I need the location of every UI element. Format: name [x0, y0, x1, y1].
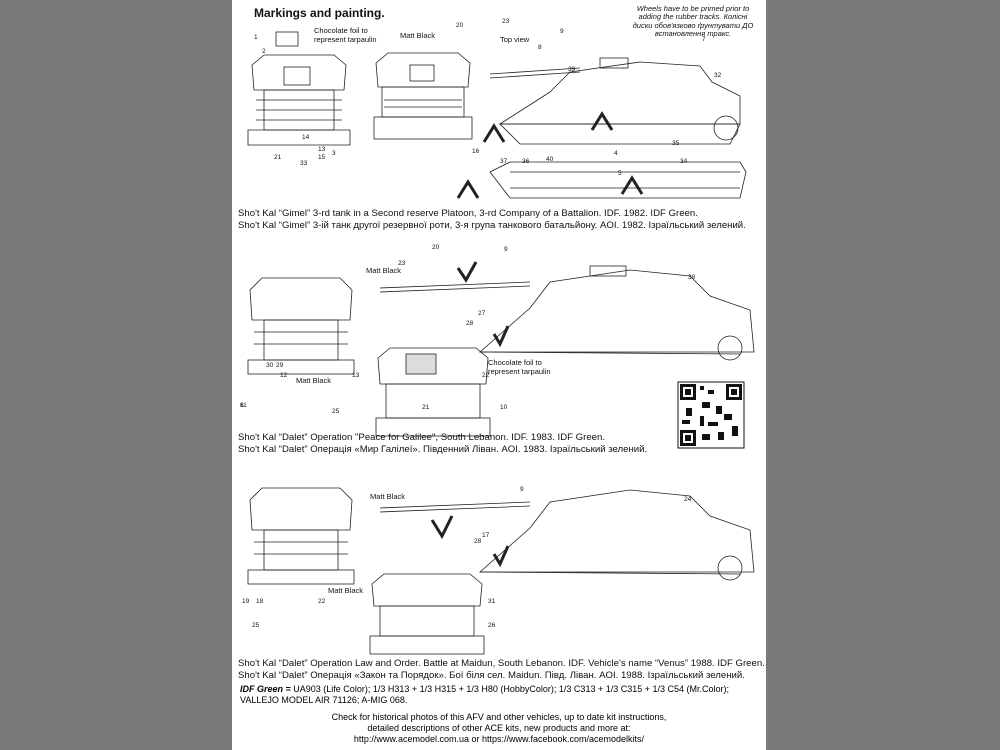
panel1-callout-16: 16 — [472, 148, 480, 155]
panel3-callout-17: 17 — [482, 532, 490, 539]
panel1-callout-1: 1 — [254, 34, 258, 41]
panel3-callout-22: 22 — [318, 598, 326, 605]
paint-line2: VALLEJO MODEL AIR 71126; A-MIG 068. — [240, 695, 408, 705]
panel2-callout-12: 12 — [280, 372, 288, 379]
divider — [238, 238, 760, 239]
panel1-side-view — [489, 57, 741, 145]
panel2-callout-21: 21 — [422, 404, 430, 411]
panel2-caption-en: Sho't Kal “Dalet” Operation "Peace for G… — [238, 432, 606, 443]
panel2-callout-20: 20 — [432, 244, 440, 251]
panel1-callout-8: 8 — [538, 44, 542, 51]
panel1-front-view — [247, 54, 351, 146]
panel1-callout-13: 13 — [318, 146, 326, 153]
panel1-callout-40: 40 — [546, 156, 554, 163]
panel3-callout-18: 18 — [256, 598, 264, 605]
panel1-callout-39: 39 — [568, 66, 576, 73]
panel2-callout-28: 28 — [466, 320, 474, 327]
footer-line2: detailed descriptions of other ACE kits,… — [367, 723, 631, 733]
panel1-callout-36: 36 — [522, 158, 530, 165]
paint-recipe: IDF Green = UA903 (Life Color); 1/3 H313… — [240, 684, 760, 706]
panel3-callout-24: 24 — [684, 496, 692, 503]
panel1-callout-14: 14 — [302, 134, 310, 141]
panel2-callout-11: 11 — [240, 402, 247, 409]
panel3-side-view — [379, 489, 755, 581]
panel2-callout-10: 10 — [500, 404, 508, 411]
panel1-callout-9: 9 — [560, 28, 564, 35]
panel3-callout-31: 31 — [488, 598, 496, 605]
panel2-front-view — [247, 277, 355, 375]
panel2-callout-38: 38 — [688, 274, 696, 281]
matt-black-label-5: Matt Black — [328, 586, 364, 595]
instruction-sheet: Markings and painting. Wheels have to be… — [232, 0, 766, 750]
panel1-rear-view — [373, 52, 473, 140]
sheet-title: Markings and painting. — [254, 6, 385, 20]
panel3-callout-19: 19 — [242, 598, 250, 605]
matt-black-label-4: Matt Black — [370, 492, 406, 501]
panel1-callout-34: 34 — [680, 158, 688, 165]
panel3-callout-9: 9 — [520, 486, 524, 493]
matt-black-label-1: Matt Black — [400, 31, 436, 40]
panel2-rear-view — [375, 347, 491, 437]
panel1-callout-20: 20 — [456, 22, 464, 29]
wheels-note: Wheels have to be primed prior to adding… — [632, 4, 754, 39]
matt-black-label-3: Matt Black — [296, 376, 332, 385]
panel2-callout-13: 13 — [352, 372, 360, 379]
panel1-callout-4: 4 — [614, 150, 618, 157]
panel3-callout-28: 28 — [474, 538, 482, 545]
panel3-callout-26: 26 — [488, 622, 496, 629]
chocolate-foil-label-1: Chocolate foil to represent tarpaulin — [314, 26, 377, 44]
panel2-callout-6: 6 — [240, 402, 244, 409]
panel2-callout-27: 27 — [478, 310, 486, 317]
footer-line1: Check for historical photos of this AFV … — [331, 712, 667, 722]
panel3-callout-25: 25 — [252, 622, 260, 629]
panel2-callout-22: 22 — [482, 372, 490, 379]
panel2-side-view — [379, 265, 755, 361]
panel1-callout-7: 7 — [702, 36, 706, 43]
panel1-callout-15: 15 — [318, 154, 326, 161]
panel1-callout-37: 37 — [500, 158, 508, 165]
panel2-callout-23: 23 — [398, 260, 406, 267]
panel1-callout-23: 23 — [502, 18, 510, 25]
panel2-callout-30: 30 — [266, 362, 274, 369]
panel1-callout-21: 21 — [274, 154, 282, 161]
panel3-rear-view — [369, 573, 485, 655]
panel1-top-view — [489, 161, 747, 199]
panel1-callout-33: 33 — [300, 160, 308, 167]
panel1-callout-3: 3 — [332, 150, 336, 157]
matt-black-label-2: Matt Black — [366, 266, 402, 275]
panel2-callout-9: 9 — [504, 246, 508, 253]
panel1-callout-35: 35 — [672, 140, 680, 147]
panel1-caption-ua: Sho't Kal “Gimel” 3-ій танк другої резер… — [238, 220, 746, 231]
panel2-caption-ua: Sho't Kal “Dalet” Операція «Мир Галілеї»… — [238, 444, 648, 455]
panel1-callout-5: 5 — [618, 170, 622, 177]
panel3-caption-ua: Sho't Kal “Dalet” Операція «Закон та Пор… — [238, 670, 745, 681]
chocolate-foil-label-2: Chocolate foil to represent tarpaulin — [488, 358, 551, 376]
top-view-label: Top view — [500, 35, 530, 44]
paint-label: IDF Green = — [240, 684, 291, 694]
panel2-callout-29: 29 — [276, 362, 284, 369]
panel3-caption-en: Sho't Kal “Dalet” Operation Law and Orde… — [238, 658, 765, 669]
tank-line-drawings — [247, 31, 755, 655]
qr-code — [677, 381, 745, 449]
paint-line1: UA903 (Life Color); 1/3 H313 + 1/3 H315 … — [293, 684, 730, 694]
panel1-callout-32: 32 — [714, 72, 722, 79]
footer-links[interactable]: http://www.acemodel.com.ua or https://ww… — [353, 734, 645, 744]
panel3-front-view — [247, 487, 355, 585]
panel2-callout-25: 25 — [332, 408, 340, 415]
panel1-callout-2: 2 — [262, 48, 266, 55]
panel1-caption-en: Sho't Kal “Gimel” 3-rd tank in a Second … — [238, 208, 698, 219]
